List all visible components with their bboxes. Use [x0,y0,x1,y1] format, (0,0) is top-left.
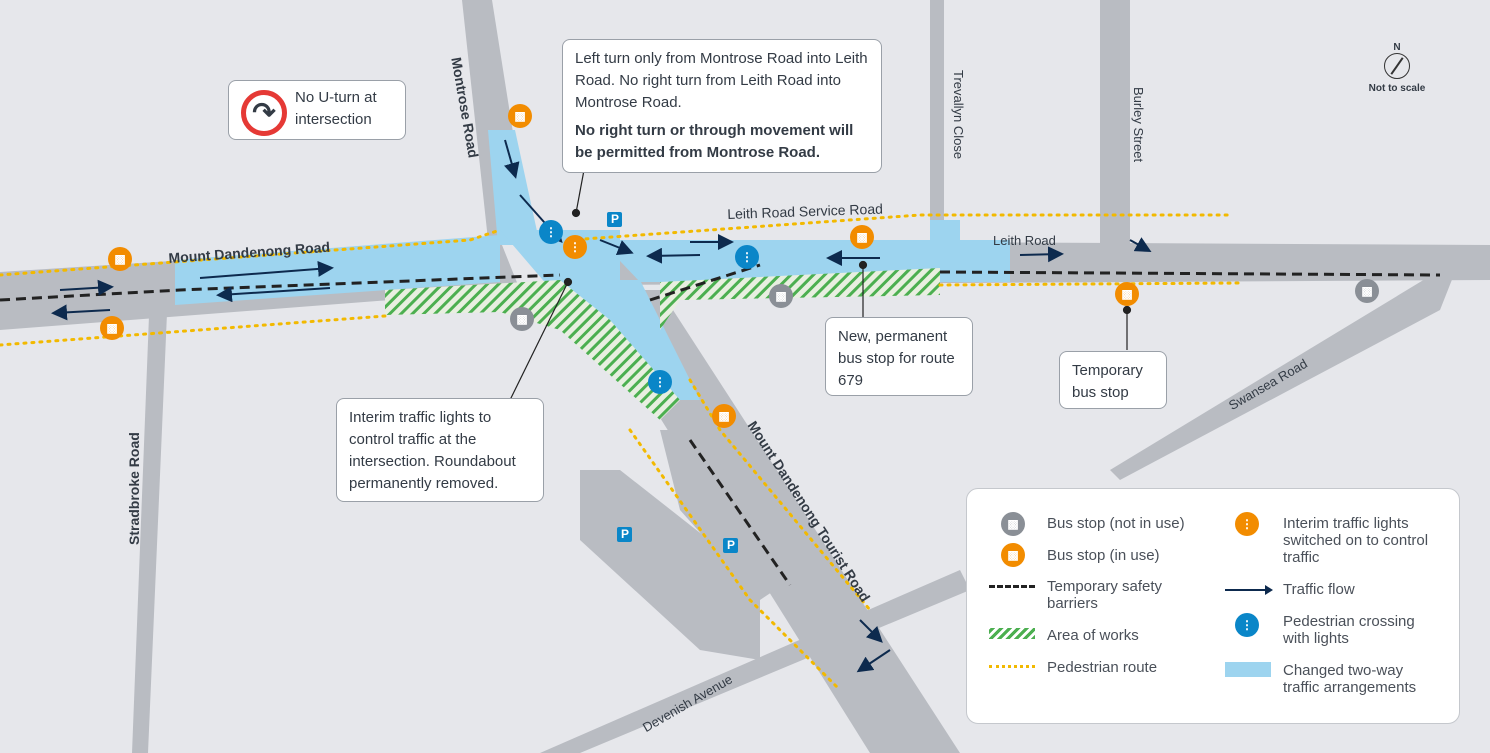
road-devenish [540,570,970,753]
road-label-burley: Burley Street [1131,87,1146,163]
road-stradbroke [132,290,168,753]
bus-stop-in-use-icon[interactable]: ▩ [850,225,874,249]
callout-no-uturn: ↷ No U-turn at intersection [228,80,406,140]
traffic-flow-arrows [51,139,1152,673]
changed-traffic-swatch [1225,662,1271,677]
works-swatch [989,628,1035,639]
legend: ▩ Bus stop (not in use) ▩ Bus stop (in u… [966,488,1460,724]
bus-stop-not-in-use-icon[interactable]: ▩ [769,284,793,308]
legend-bus-in-use: Bus stop (in use) [1047,547,1160,564]
compass-icon [1384,53,1410,79]
legend-bus-not-in-use: Bus stop (not in use) [1047,515,1185,532]
legend-ped-route: Pedestrian route [1047,659,1158,676]
bus-stop-in-use-icon[interactable]: ▩ [712,404,736,428]
road-label-stradbroke: Stradbroke Road [126,432,142,545]
legend-ped-crossing: Pedestrian crossing with lights [1283,613,1415,647]
bus-stop-in-use-icon[interactable]: ▩ [100,316,124,340]
left-turn-bold-text: No right turn or through movement will b… [575,122,854,161]
arrow-head-icon [1265,585,1273,595]
no-uturn-text: No U-turn at intersection [295,89,377,128]
road-label-trevallyn: Trevallyn Close [951,70,966,160]
pedestrian-crossing-lights-icon[interactable]: ⋮ [539,220,563,244]
safety-barriers [0,263,1441,586]
bus-stop-in-use-icon[interactable]: ▩ [1115,282,1139,306]
interim-traffic-lights-icon[interactable]: ⋮ [563,235,587,259]
road-tourist [580,290,960,753]
barrier-swatch [989,585,1035,588]
interim-traffic-lights-icon: ⋮ [1235,512,1259,536]
ped-route-swatch [989,665,1035,668]
no-uturn-icon: ↷ [241,90,287,136]
road-swansea [1110,270,1455,480]
changed-traffic-areas [175,130,1010,400]
bus-stop-in-use-icon: ▩ [1001,543,1025,567]
bus-stop-not-in-use-icon[interactable]: ▩ [510,307,534,331]
north-indicator: N Not to scale [1365,42,1429,94]
parking-lot-1 [580,470,760,660]
legend-works: Area of works [1047,627,1139,644]
callout-new-bus-stop: New, permanent bus stop for route 679 [825,317,973,396]
parking-signs [607,212,738,553]
left-turn-text: Left turn only from Montrose Road into L… [575,50,868,111]
bus-stop-in-use-icon[interactable]: ▩ [108,247,132,271]
not-to-scale-label: Not to scale [1368,83,1426,94]
area-of-works [385,280,680,420]
legend-traffic-flow: Traffic flow [1283,581,1355,598]
road-trevallyn [930,0,944,230]
legend-barriers: Temporary safety barriers [1047,578,1163,612]
legend-changed: Changed two-way traffic arrangements [1283,662,1417,696]
callout-left-turn: Left turn only from Montrose Road into L… [562,39,882,173]
pedestrian-crossing-lights-icon[interactable]: ⋮ [648,370,672,394]
callout-temporary-bus-stop: Temporary bus stop [1059,351,1167,409]
road-label-leith: Leith Road [993,233,1056,248]
parking-label: P [621,527,630,541]
bus-stop-not-in-use-icon[interactable]: ▩ [1355,279,1379,303]
legend-interim-lights: Interim traffic lights switched on to co… [1283,515,1429,566]
bus-stop-not-in-use-icon: ▩ [1001,512,1025,536]
area-of-works-2 [660,268,940,330]
parking-label: P [727,538,736,552]
pedestrian-crossing-lights-icon: ⋮ [1235,613,1259,637]
parking-label: P [611,212,620,226]
traffic-flow-swatch [1225,589,1267,591]
callout-interim-lights: Interim traffic lights to control traffi… [336,398,544,502]
callout-leaders [509,169,1132,401]
parking-lot-2 [660,430,790,600]
bus-stop-in-use-icon[interactable]: ▩ [508,104,532,128]
road-burley [1100,0,1130,250]
pedestrian-crossing-lights-icon[interactable]: ⋮ [735,245,759,269]
north-label: N [1393,42,1401,53]
pedestrian-routes [0,213,1242,692]
